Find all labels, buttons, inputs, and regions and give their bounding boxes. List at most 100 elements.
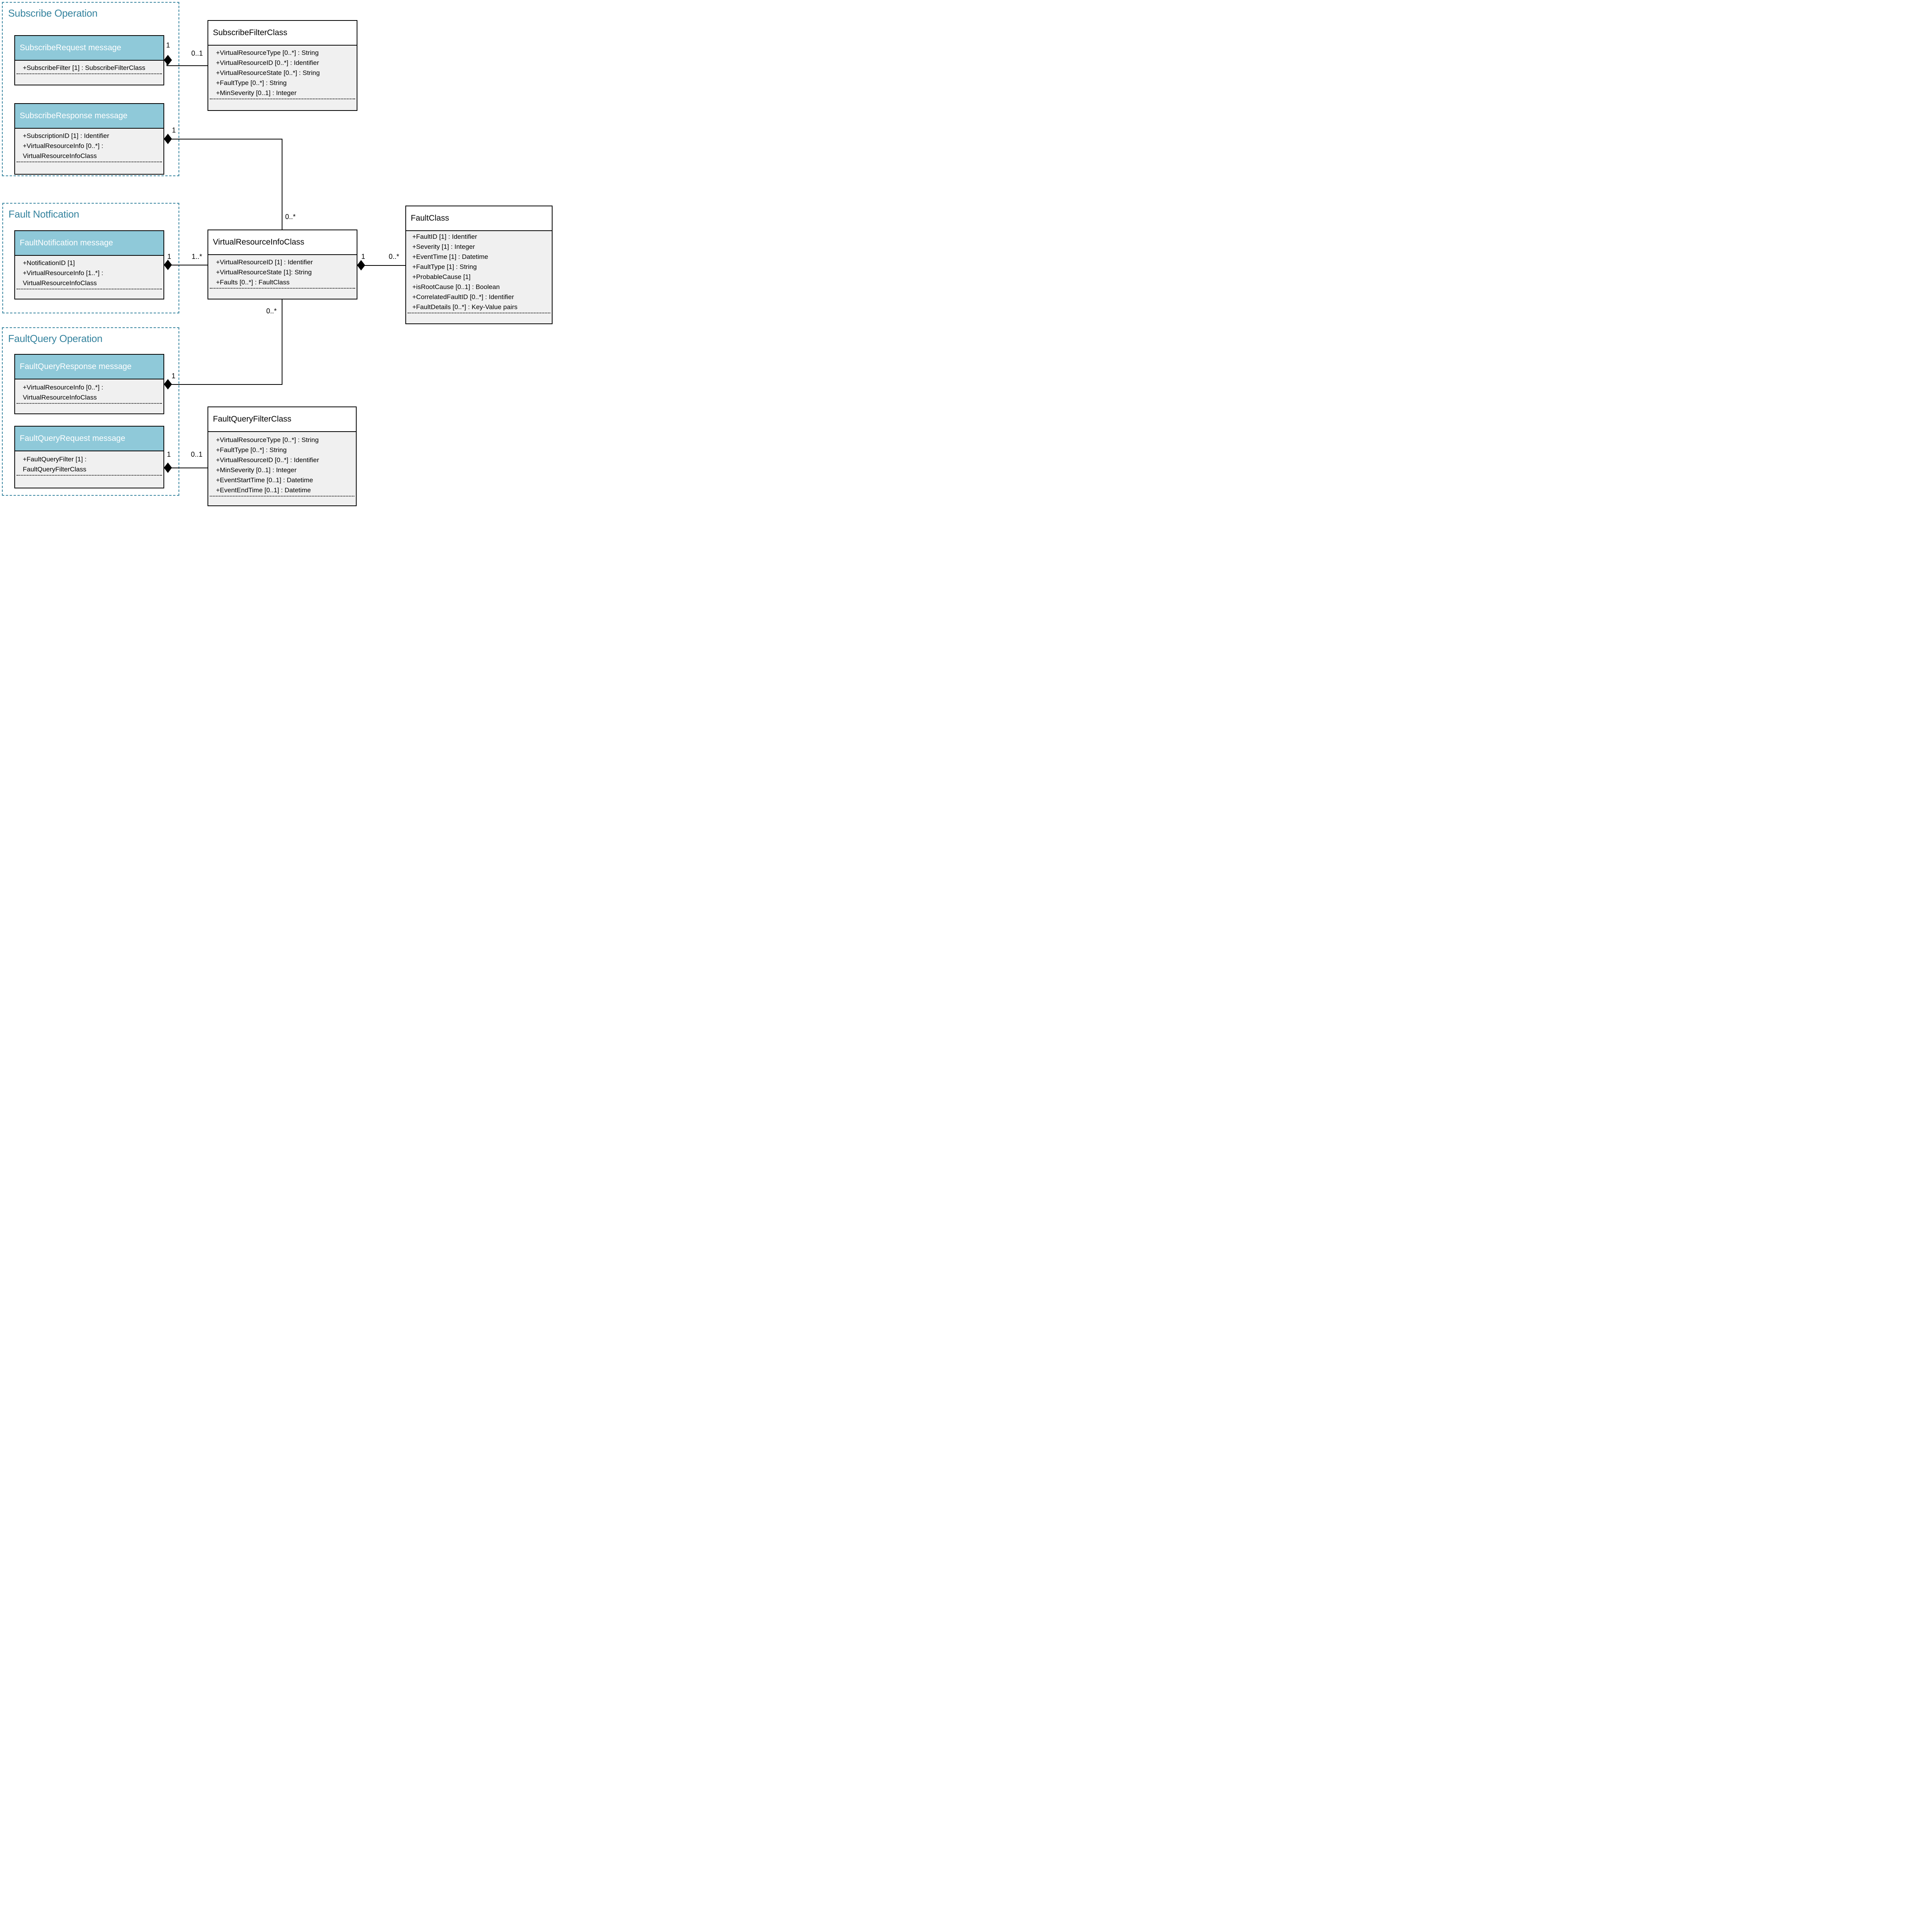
attribute-separator — [210, 496, 354, 497]
class-title: FaultQueryFilterClass — [213, 415, 292, 423]
class-fault-notification-message: FaultNotification message +NotificationI… — [14, 230, 164, 299]
attributes-section: +VirtualResourceType [0..*] : String +Fa… — [208, 432, 356, 505]
class-subscribe-filter-class: SubscribeFilterClass +VirtualResourceTyp… — [207, 20, 357, 111]
attributes-section: +FaultID [1] : Identifier +Severity [1] … — [406, 231, 552, 323]
attribute-line: +VirtualResourceID [0..*] : Identifier — [216, 59, 319, 66]
attribute-line: +EventStartTime [0..1] : Datetime — [216, 476, 313, 484]
attribute-line: FaultQueryFilterClass — [23, 466, 87, 473]
attributes-section: +SubscriptionID [1] : Identifier +Virtua… — [15, 129, 163, 174]
attribute-line: +VirtualResourceType [0..*] : String — [216, 49, 319, 56]
class-virtual-resource-info-class: VirtualResourceInfoClass +VirtualResourc… — [207, 230, 357, 299]
attributes-section: +VirtualResourceType [0..*] : String +Vi… — [208, 46, 357, 110]
attribute-separator — [17, 403, 162, 404]
attribute-line: +Faults [0..*] : FaultClass — [216, 279, 290, 286]
multiplicity-label: 1 — [167, 451, 171, 458]
attributes-section: +FaultQueryFilter [1] : FaultQueryFilter… — [15, 451, 163, 488]
attribute-line: +FaultDetails [0..*] : Key-Value pairs — [412, 303, 518, 311]
class-header: FaultQueryRequest message — [15, 427, 163, 451]
attribute-separator — [17, 73, 162, 74]
attribute-line: +FaultType [0..*] : String — [216, 79, 287, 87]
multiplicity-label: 0..1 — [191, 451, 203, 458]
class-title: FaultNotification message — [20, 238, 113, 247]
class-title: SubscribeRequest message — [20, 43, 121, 52]
composition-diamond-faultqueryresponse — [164, 379, 172, 389]
attribute-line: VirtualResourceInfoClass — [23, 279, 97, 287]
multiplicity-label: 0..* — [389, 253, 400, 260]
multiplicity-label: 1 — [172, 126, 176, 134]
attribute-line: +MinSeverity [0..1] : Integer — [216, 466, 297, 474]
attribute-line: +CorrelatedFaultID [0..*] : Identifier — [412, 293, 514, 301]
association-line-vrinfo-faultclass — [364, 265, 406, 266]
attribute-line: +EventEndTime [0..1] : Datetime — [216, 486, 311, 494]
group-title-subscribe-operation: Subscribe Operation — [8, 7, 98, 19]
class-header: SubscribeFilterClass — [208, 21, 357, 46]
attribute-separator — [17, 475, 162, 476]
multiplicity-label: 1 — [172, 372, 176, 380]
group-fault-notification: Fault Notfication — [2, 203, 179, 313]
attribute-line: +FaultQueryFilter [1] : — [23, 456, 87, 463]
class-header: FaultClass — [406, 206, 552, 231]
group-title-fault-notification: Fault Notfication — [9, 208, 79, 220]
attribute-line: +VirtualResourceInfo [0..*] : — [23, 142, 104, 150]
composition-diamond-subscriberesponse — [164, 134, 172, 144]
class-header: SubscribeResponse message — [15, 104, 163, 129]
attribute-line: +NotificationID [1] — [23, 259, 75, 267]
attribute-line: +MinSeverity [0..1] : Integer — [216, 89, 297, 97]
attribute-line: VirtualResourceInfoClass — [23, 152, 97, 160]
attribute-line: +VirtualResourceType [0..*] : String — [216, 436, 319, 444]
association-line-faultqueryresponse-vrinfo-h — [172, 384, 282, 385]
group-subscribe-operation: Subscribe Operation — [2, 2, 179, 176]
class-fault-class: FaultClass +FaultID [1] : Identifier +Se… — [405, 206, 553, 324]
class-header: FaultQueryResponse message — [15, 355, 163, 379]
class-header: VirtualResourceInfoClass — [208, 230, 357, 255]
class-title: FaultQueryRequest message — [20, 434, 126, 443]
attribute-line: +VirtualResourceID [0..*] : Identifier — [216, 456, 319, 464]
composition-diamond-faultnotification — [164, 260, 172, 270]
attributes-section: +VirtualResourceInfo [0..*] : VirtualRes… — [15, 379, 163, 413]
attribute-line: +EventTime [1] : Datetime — [412, 253, 488, 260]
attribute-line: +VirtualResourceState [1]: String — [216, 269, 312, 276]
association-line-subscriberequest-filter-h — [167, 65, 208, 66]
class-title: SubscribeResponse message — [20, 111, 128, 120]
multiplicity-label: 1 — [166, 41, 170, 49]
class-header: FaultQueryFilterClass — [208, 407, 356, 432]
class-subscribe-request-message: SubscribeRequest message +SubscribeFilte… — [14, 35, 164, 85]
attribute-line: +FaultType [1] : String — [412, 263, 477, 270]
attribute-line: +VirtualResourceState [0..*] : String — [216, 69, 320, 77]
multiplicity-label: 1 — [361, 253, 366, 260]
composition-diamond-vrinfo — [357, 260, 365, 270]
class-title: FaultClass — [411, 214, 449, 223]
attribute-line: +FaultType [0..*] : String — [216, 446, 287, 454]
attribute-separator — [210, 288, 355, 289]
attributes-section: +VirtualResourceID [1] : Identifier +Vir… — [208, 255, 357, 299]
attribute-line: +VirtualResourceInfo [1..*] : — [23, 269, 104, 277]
class-fault-query-filter-class: FaultQueryFilterClass +VirtualResourceTy… — [207, 406, 357, 506]
attribute-line: VirtualResourceInfoClass — [23, 394, 97, 401]
class-title: SubscribeFilterClass — [213, 28, 287, 37]
attribute-line: +VirtualResourceID [1] : Identifier — [216, 259, 313, 266]
multiplicity-label: 0..1 — [191, 49, 203, 57]
group-faultquery-operation: FaultQuery Operation — [2, 327, 179, 496]
attribute-line: +SubscriptionID [1] : Identifier — [23, 132, 109, 139]
multiplicity-label: 0..* — [285, 213, 296, 221]
multiplicity-label: 1..* — [192, 253, 202, 260]
class-subscribe-response-message: SubscribeResponse message +SubscriptionI… — [14, 103, 164, 175]
class-title: VirtualResourceInfoClass — [213, 238, 304, 247]
attributes-section: +NotificationID [1] +VirtualResourceInfo… — [15, 256, 163, 299]
uml-class-diagram: Subscribe Operation Fault Notfication Fa… — [0, 0, 554, 507]
attribute-line: +VirtualResourceInfo [0..*] : — [23, 384, 104, 391]
attribute-line: +SubscribeFilter [1] : SubscribeFilterCl… — [23, 64, 145, 71]
composition-diamond-subscriberequest — [164, 55, 172, 65]
attribute-line: +isRootCause [0..1] : Boolean — [412, 283, 500, 291]
group-title-faultquery-operation: FaultQuery Operation — [8, 333, 103, 344]
attribute-line: +ProbableCause [1] — [412, 273, 471, 281]
class-header: FaultNotification message — [15, 231, 163, 256]
class-fault-query-request-message: FaultQueryRequest message +FaultQueryFil… — [14, 426, 164, 488]
multiplicity-label: 0..* — [266, 307, 277, 315]
composition-diamond-faultqueryrequest — [164, 463, 172, 473]
attributes-section: +SubscribeFilter [1] : SubscribeFilterCl… — [15, 61, 163, 85]
attribute-line: +Severity [1] : Integer — [412, 243, 475, 250]
class-fault-query-response-message: FaultQueryResponse message +VirtualResou… — [14, 354, 164, 414]
class-title: FaultQueryResponse message — [20, 362, 132, 371]
multiplicity-label: 1 — [167, 253, 172, 260]
